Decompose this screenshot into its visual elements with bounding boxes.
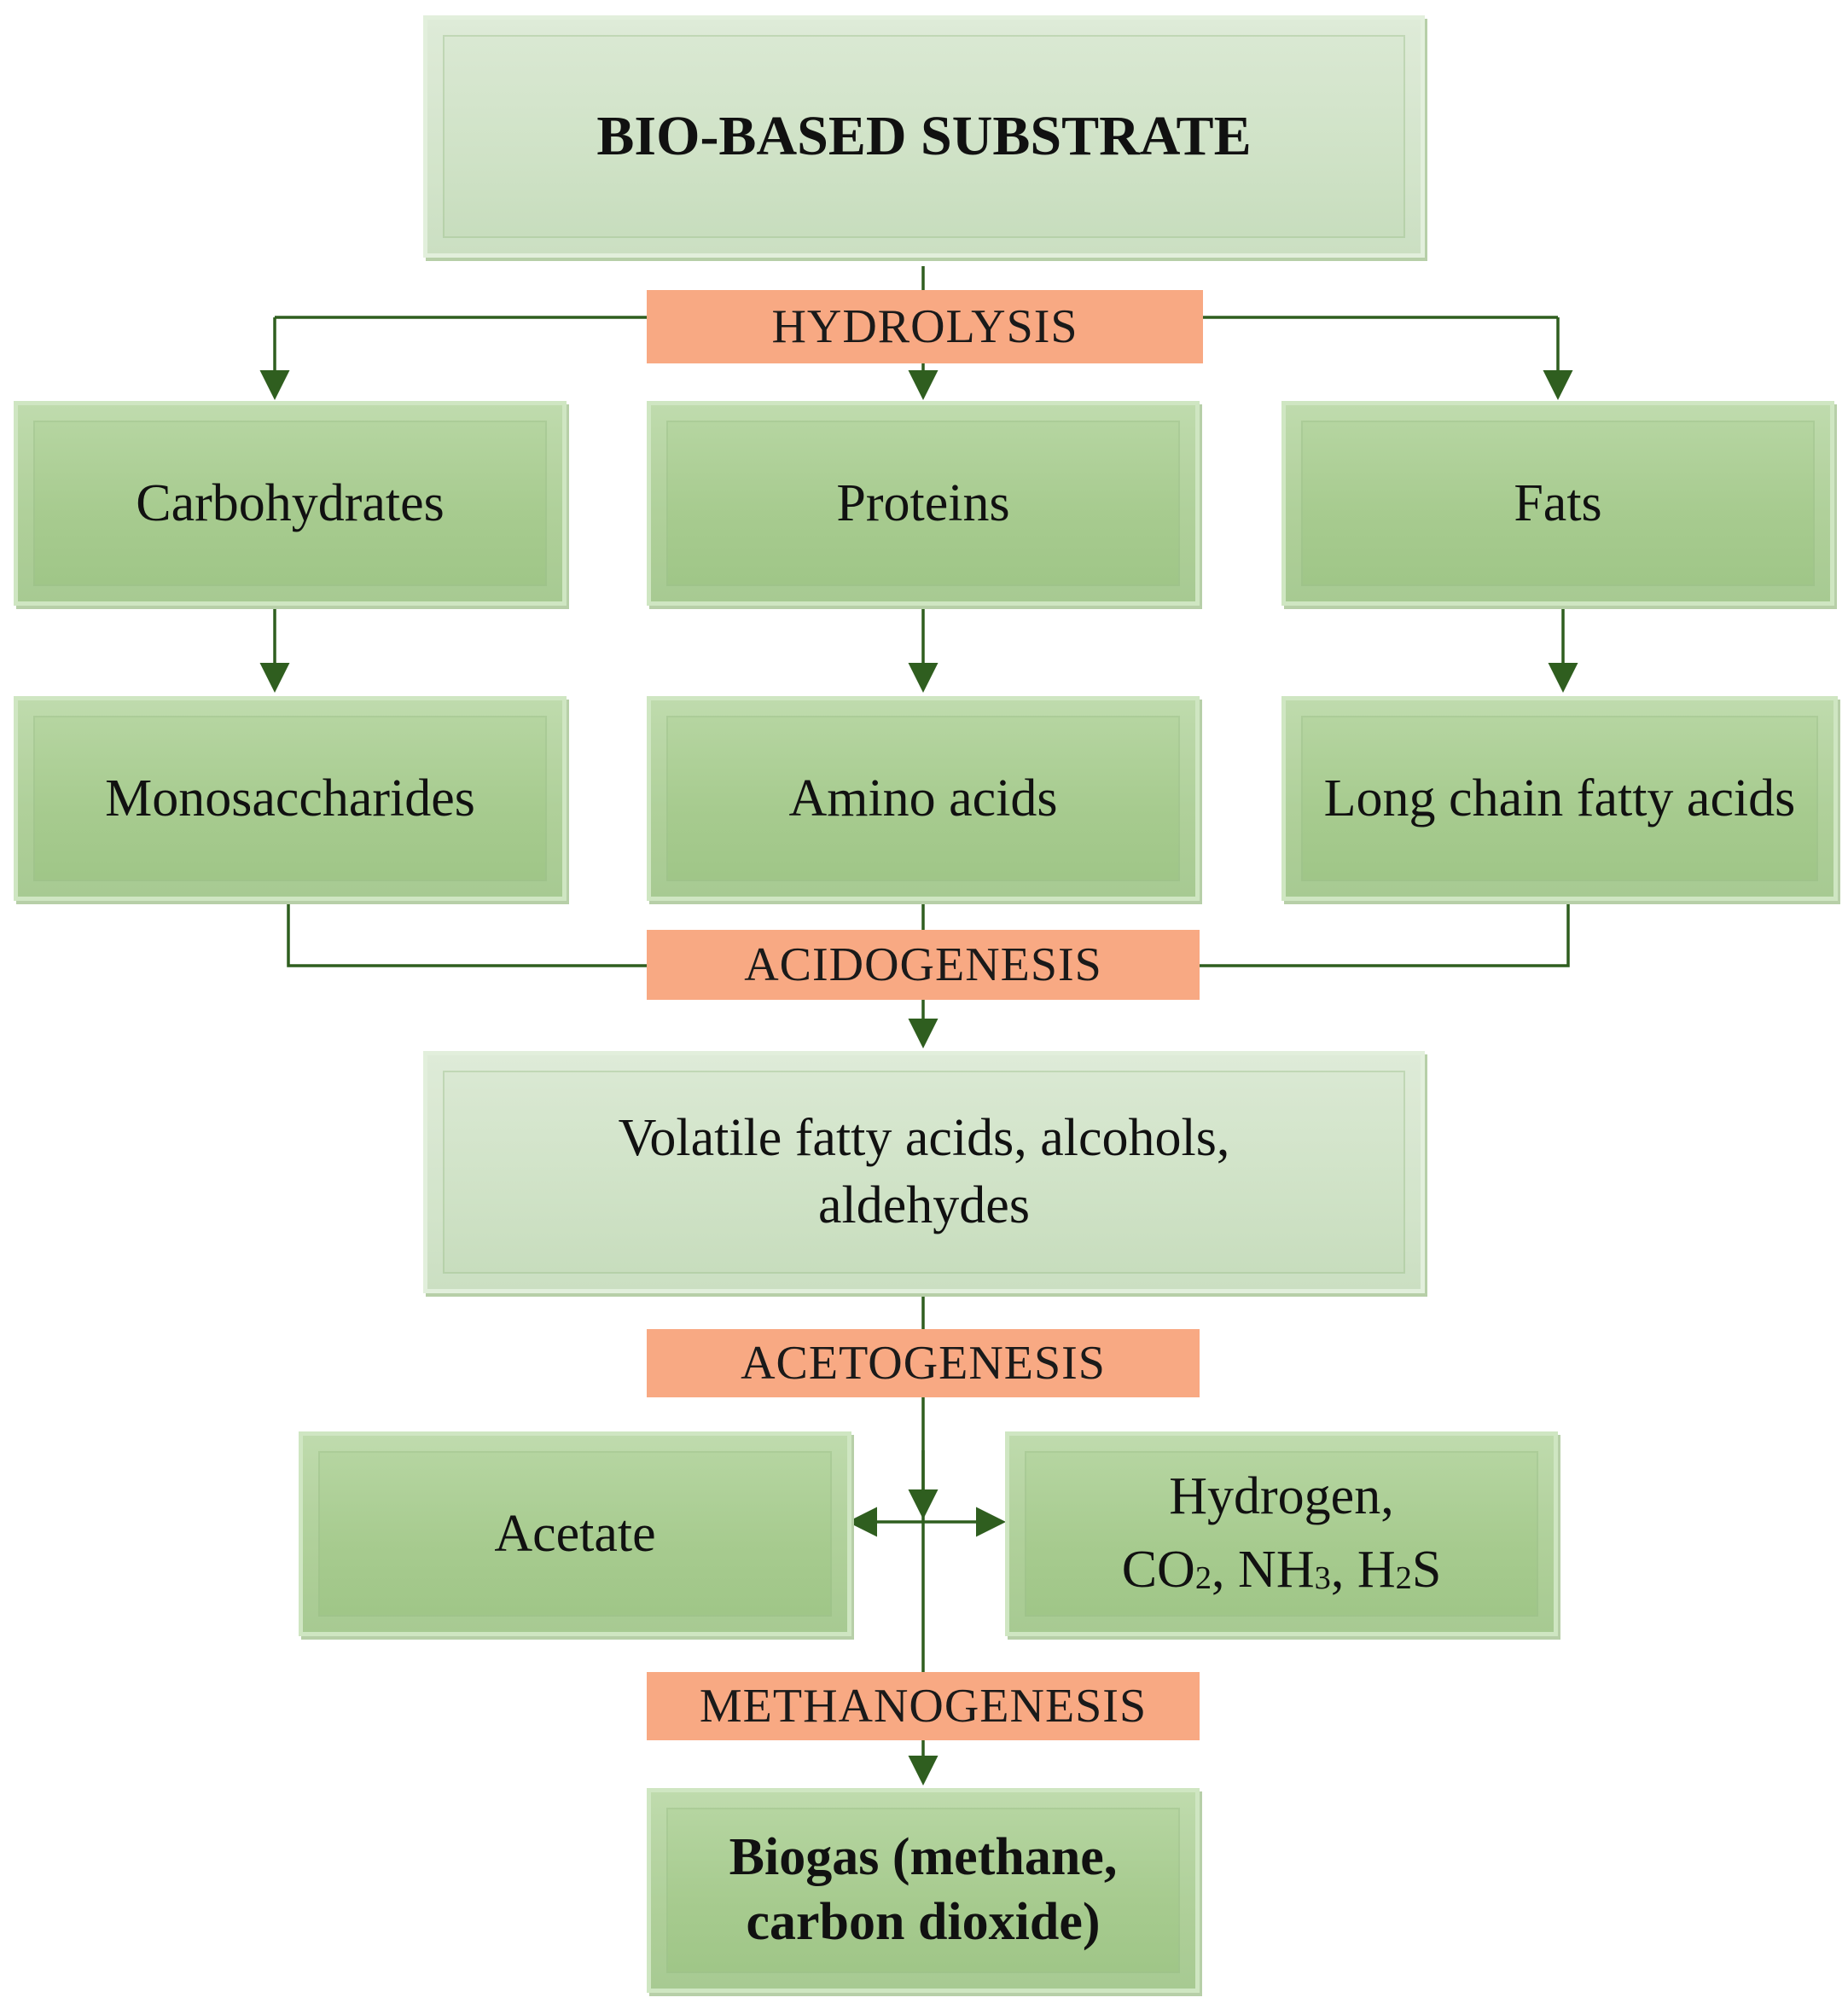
h2s-subscript: 2: [1395, 1559, 1412, 1596]
hydrogen-text: Hydrogen, CO2, NH3, H2S: [1122, 1460, 1442, 1606]
substrate-box: BIO-BASED SUBSTRATE: [423, 15, 1425, 258]
lcfa-label: Long chain fatty acids: [1323, 769, 1796, 827]
carbohydrates-box: Carbohydrates: [14, 401, 567, 606]
amino-acids-box: Amino acids: [647, 696, 1200, 901]
connector-lcfa-acidogenesis: [1200, 902, 1570, 967]
vfa-label-line1: Volatile fatty acids, alcohols,: [618, 1108, 1230, 1167]
carbohydrates-label: Carbohydrates: [136, 473, 445, 532]
hydrogen-box: Hydrogen, CO2, NH3, H2S: [1005, 1431, 1558, 1636]
fats-box: Fats: [1281, 401, 1834, 606]
stage-hydrolysis: HYDROLYSIS: [647, 290, 1203, 363]
hydrogen-label-line1: Hydrogen,: [1169, 1467, 1394, 1526]
monosaccharides-box: Monosaccharides: [14, 696, 567, 901]
h2s-text-end: S: [1411, 1541, 1442, 1599]
amino-acids-label: Amino acids: [788, 769, 1058, 827]
stage-hydrolysis-label: HYDROLYSIS: [771, 300, 1078, 353]
co2-subscript: 2: [1194, 1559, 1212, 1596]
vfa-box: Volatile fatty acids, alcohols, aldehyde…: [423, 1051, 1425, 1293]
stage-methanogenesis: METHANOGENESIS: [647, 1672, 1200, 1740]
proteins-box: Proteins: [647, 401, 1200, 606]
biogas-box: Biogas (methane, carbon dioxide): [647, 1788, 1200, 1993]
lcfa-box: Long chain fatty acids: [1281, 696, 1838, 901]
nh3-subscript: 3: [1314, 1559, 1331, 1596]
stage-acidogenesis: ACIDOGENESIS: [647, 930, 1200, 1000]
acetate-label: Acetate: [494, 1504, 656, 1563]
biogas-text: Biogas (methane, carbon dioxide): [729, 1826, 1118, 1954]
proteins-label: Proteins: [836, 473, 1010, 532]
vfa-text: Volatile fatty acids, alcohols, aldehyde…: [619, 1105, 1230, 1240]
biogas-label-line2: carbon dioxide): [746, 1893, 1101, 1951]
connector-monosaccharides-acidogenesis: [287, 902, 648, 967]
hydrogen-label-line2: CO2, NH3, H2S: [1122, 1534, 1442, 1607]
fats-label: Fats: [1514, 473, 1602, 532]
h2s-text: , H: [1330, 1541, 1396, 1599]
stage-acetogenesis: ACETOGENESIS: [647, 1329, 1200, 1397]
vfa-label-line2: aldehydes: [818, 1176, 1030, 1234]
stage-methanogenesis-label: METHANOGENESIS: [699, 1680, 1148, 1733]
stage-acetogenesis-label: ACETOGENESIS: [741, 1337, 1106, 1390]
substrate-label: BIO-BASED SUBSTRATE: [596, 105, 1252, 168]
acetate-box: Acetate: [299, 1431, 851, 1636]
monosaccharides-label: Monosaccharides: [105, 769, 475, 827]
nh3-text: , NH: [1212, 1541, 1315, 1599]
biogas-label-line1: Biogas (methane,: [729, 1828, 1118, 1887]
co2-text: CO: [1121, 1541, 1195, 1599]
stage-acidogenesis-label: ACIDOGENESIS: [744, 938, 1102, 991]
